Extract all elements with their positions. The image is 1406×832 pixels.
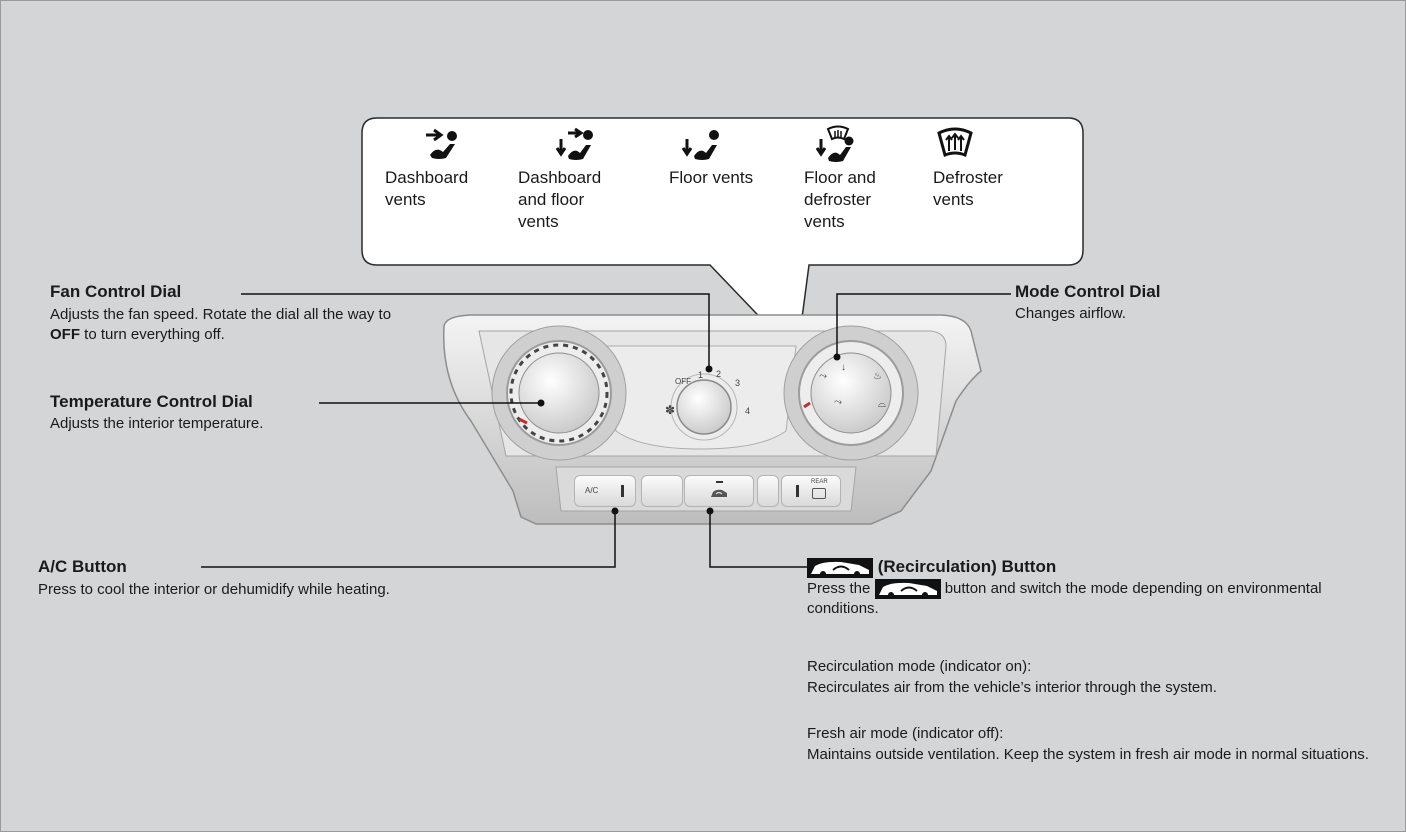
recirculation-icon [807,557,873,578]
rear-label: REAR [811,479,828,485]
blank-button[interactable] [757,475,779,507]
mode-control-title: Mode Control Dial [1015,282,1161,301]
dashboard-floor-vents-icon [556,127,593,160]
recirculation-button-title: (Recirculation) Button [807,557,1056,578]
recirculation-description: Press the button and switch the mode dep… [807,579,1367,619]
vent-mode-label: Dashboard and floor vents [518,168,602,231]
vent-mode-label: Defroster vents [933,168,1003,209]
rear-defroster-icon [812,488,826,499]
fan-off-label: OFF [675,377,691,386]
floor-vents-icon [682,130,719,160]
recirculation-mode-description: Recirculates air from the vehicle’s inte… [807,679,1217,696]
fan-speed-4: 4 [745,406,751,416]
temperature-control-description: Adjusts the interior temperature. [50,415,264,432]
mode-control-description: Changes airflow. [1015,305,1126,322]
rear-defroster-indicator [796,485,799,497]
fan-speed-1: 1 [698,370,704,380]
recirculation-desc-text: button and switch the mode depending on … [807,580,1322,618]
rear-defroster-button[interactable]: REAR [781,475,841,507]
ac-button-description: Press to cool the interior or dehumidify… [38,581,390,598]
ac-button-label: A/C [585,486,599,495]
mode-dial-defrost-icon: ⌓ [878,399,886,410]
fan-control-title: Fan Control Dial [50,282,182,301]
blank-button[interactable] [641,475,683,507]
fan-control-desc-text: to turn everything off. [80,326,225,343]
fan-control-desc-off: OFF [50,326,80,343]
recirculation-icon [874,579,941,600]
recirculation-mode-title: Recirculation mode (indicator on): [807,658,1032,675]
vent-mode-label: Floor vents [669,168,754,187]
mode-dial-floor-icon: ↓ [841,362,846,373]
fresh-air-mode-description: Maintains outside ventilation. Keep the … [807,746,1369,763]
recirculation-indicator [716,481,723,483]
ac-button-title: A/C Button [38,557,127,576]
fan-icon: ✽ [665,403,676,417]
defroster-vents-icon [937,127,973,158]
mode-dial-dash-floor-icon: ⤳ [834,397,842,408]
fresh-air-mode-title: Fresh air mode (indicator off): [807,725,1004,742]
fan-speed-2: 2 [716,369,722,379]
mode-dial-floor-defrost-icon: ♨ [873,371,882,382]
ac-button[interactable]: A/C [574,475,636,507]
recirculation-panel-button[interactable] [684,475,754,507]
vent-mode-label: Floor and defroster vents [804,168,876,231]
floor-defroster-vents-icon [816,125,854,162]
fan-control-description: Adjusts the fan speed. Rotate the dial a… [50,305,410,345]
recirculation-title-text: (Recirculation) Button [877,557,1057,576]
mode-dial-dashboard-icon: ⤳ [819,371,827,382]
temperature-control-title: Temperature Control Dial [50,392,253,411]
fan-speed-3: 3 [735,378,741,388]
recirculation-icon [711,489,727,497]
vent-mode-label: Dashboard vents [385,168,469,209]
ac-indicator [621,485,624,497]
dashboard-vents-icon [426,128,457,159]
fan-control-desc-text: Adjusts the fan speed. Rotate the dial a… [50,306,392,323]
recirculation-desc-text: Press the [807,580,875,597]
